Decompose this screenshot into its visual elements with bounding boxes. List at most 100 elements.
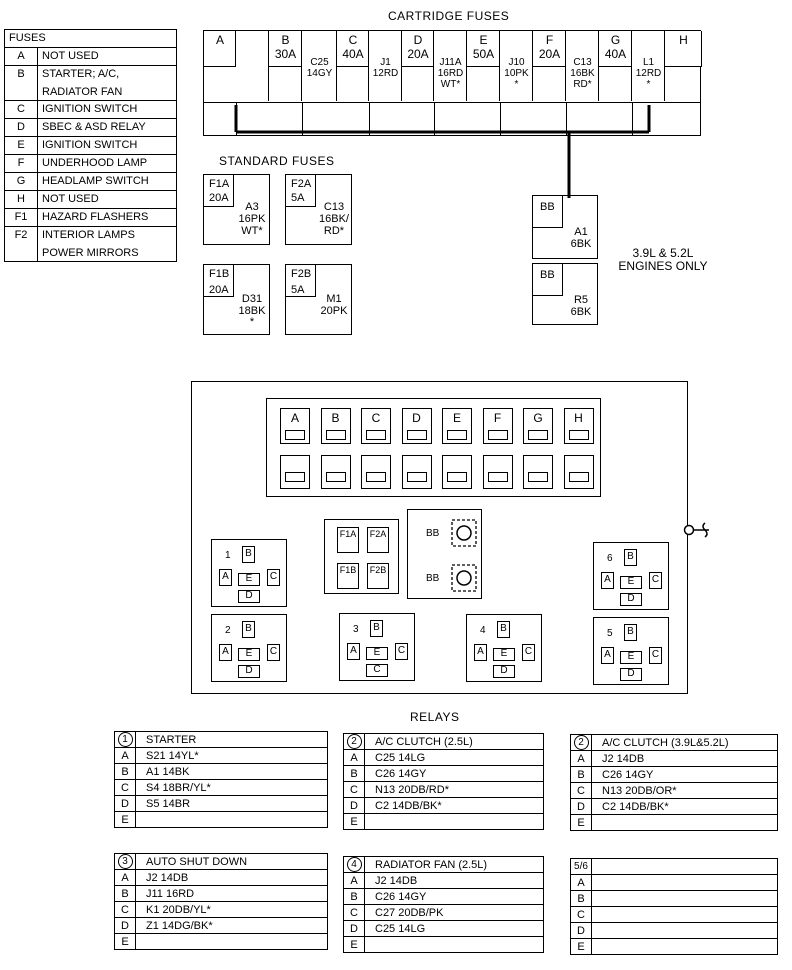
circuit-line: R5 — [573, 294, 589, 306]
relay-pin-c: C — [649, 572, 662, 589]
block-cartridge-lower — [401, 455, 432, 489]
relay-circuit — [135, 933, 328, 950]
fuse-id: F2B — [291, 268, 312, 280]
block-cartridge-d: D — [401, 408, 432, 444]
circuit-line: M1 — [326, 293, 342, 305]
fuse-rating: 5A — [291, 284, 305, 296]
relay-table-title: RADIATOR FAN (2.5L) — [364, 856, 544, 873]
circuit-line: C13 — [323, 201, 345, 213]
circuit-line: WT* — [440, 79, 461, 90]
relay-circuit — [591, 906, 778, 923]
cartridge-fuses-title: CARTRIDGE FUSES — [388, 9, 510, 23]
block-cartridge-b: B — [320, 408, 351, 444]
fuse-rating: 40A — [342, 47, 364, 61]
legend-key: F2 — [4, 226, 38, 262]
block-cartridge-lower — [361, 455, 391, 489]
circuit-line: J1 — [380, 57, 391, 68]
bus-bar — [234, 105, 651, 198]
circuit-line: 16BK/ — [319, 213, 349, 225]
relay-pin-c: C — [395, 643, 408, 660]
fuse-id: G — [610, 33, 621, 47]
block-fuse-f2b: F2B — [367, 563, 389, 589]
block-cartridge-c: C — [361, 408, 391, 444]
relay-table-row: E — [570, 814, 778, 831]
relay-table-title: A/C CLUTCH (2.5L) — [364, 733, 544, 750]
relay-pin: D — [343, 797, 365, 814]
legend-value: UNDERHOOD LAMP — [37, 154, 177, 173]
relay-table-number: 2 — [570, 734, 592, 751]
relay-table-number: 5/6 — [570, 858, 592, 875]
block-standard-fuses: F1A F2A F1B F2B — [324, 519, 399, 594]
block-fuse-f1a: F1A — [337, 527, 359, 553]
relay-pin: E — [114, 811, 136, 828]
circuit-line: L1 — [642, 57, 655, 68]
fuse-id: A — [215, 33, 224, 47]
lower-row-divider — [369, 103, 370, 135]
block-cartridge-lower — [280, 455, 310, 489]
relay-pin: A — [343, 872, 365, 889]
block-cartridge-lower — [442, 455, 472, 489]
relay-circuit: C26 14GY — [364, 888, 544, 905]
legend-value: NOT USED — [37, 190, 177, 209]
lower-row-divider — [302, 103, 303, 135]
relay-circuit: J2 14DB — [591, 750, 778, 767]
standard-fuse-f2a: F2A 5A C13 16BK/ RD* — [285, 174, 352, 245]
circuit-line: 6BK — [570, 238, 592, 250]
circuit-line: C25 — [310, 57, 329, 68]
block-cartridge-g: G — [523, 408, 553, 444]
relay-circuit: Z1 14DG/BK* — [135, 917, 328, 934]
lower-row-divider — [632, 103, 633, 135]
circuit-line: 16BK — [570, 68, 595, 79]
relay-table-row: B — [570, 890, 778, 907]
relay-table-row: E — [114, 811, 328, 828]
relay-pin-e: E — [620, 651, 642, 664]
relay-circuit — [591, 874, 778, 891]
legend-key: H — [4, 190, 38, 209]
relay-pin-e: E — [238, 573, 260, 586]
relay-pin-a: A — [601, 647, 614, 664]
relay-circuit: C2 14DB/BK* — [364, 797, 544, 814]
fuse-id: D — [413, 33, 423, 47]
relay-pin: E — [570, 814, 592, 831]
relay-pin: E — [570, 938, 592, 955]
cartridge-fuse-a: A — [204, 31, 269, 101]
relay-pin: B — [114, 763, 136, 780]
block-cartridge-lower — [482, 455, 513, 489]
relay-pin: D — [343, 920, 365, 937]
relay-circuit — [364, 813, 544, 830]
relay-table-title: STARTER — [135, 731, 328, 748]
fuse-rating: 20A — [407, 47, 429, 61]
fuse-id: F1B — [209, 268, 230, 280]
relay-pin-b: B — [242, 546, 255, 563]
relay-pin-c: C — [522, 644, 535, 661]
relay-number: 4 — [480, 625, 486, 636]
circuit-line: J10 — [508, 57, 525, 68]
relay-pin: A — [343, 749, 365, 766]
fuse-rating: 50A — [472, 47, 495, 61]
fuse-id: BB — [540, 269, 555, 281]
circuit-line: 20PK — [320, 305, 348, 317]
legend-value: NOT USED — [37, 47, 177, 66]
relay-table-number: 1 — [114, 731, 136, 748]
relay-table-row: E — [570, 938, 778, 955]
circuit-line: 6BK — [570, 306, 592, 318]
fuse-id: F — [545, 33, 554, 47]
relay-pin-d: D — [493, 665, 515, 678]
